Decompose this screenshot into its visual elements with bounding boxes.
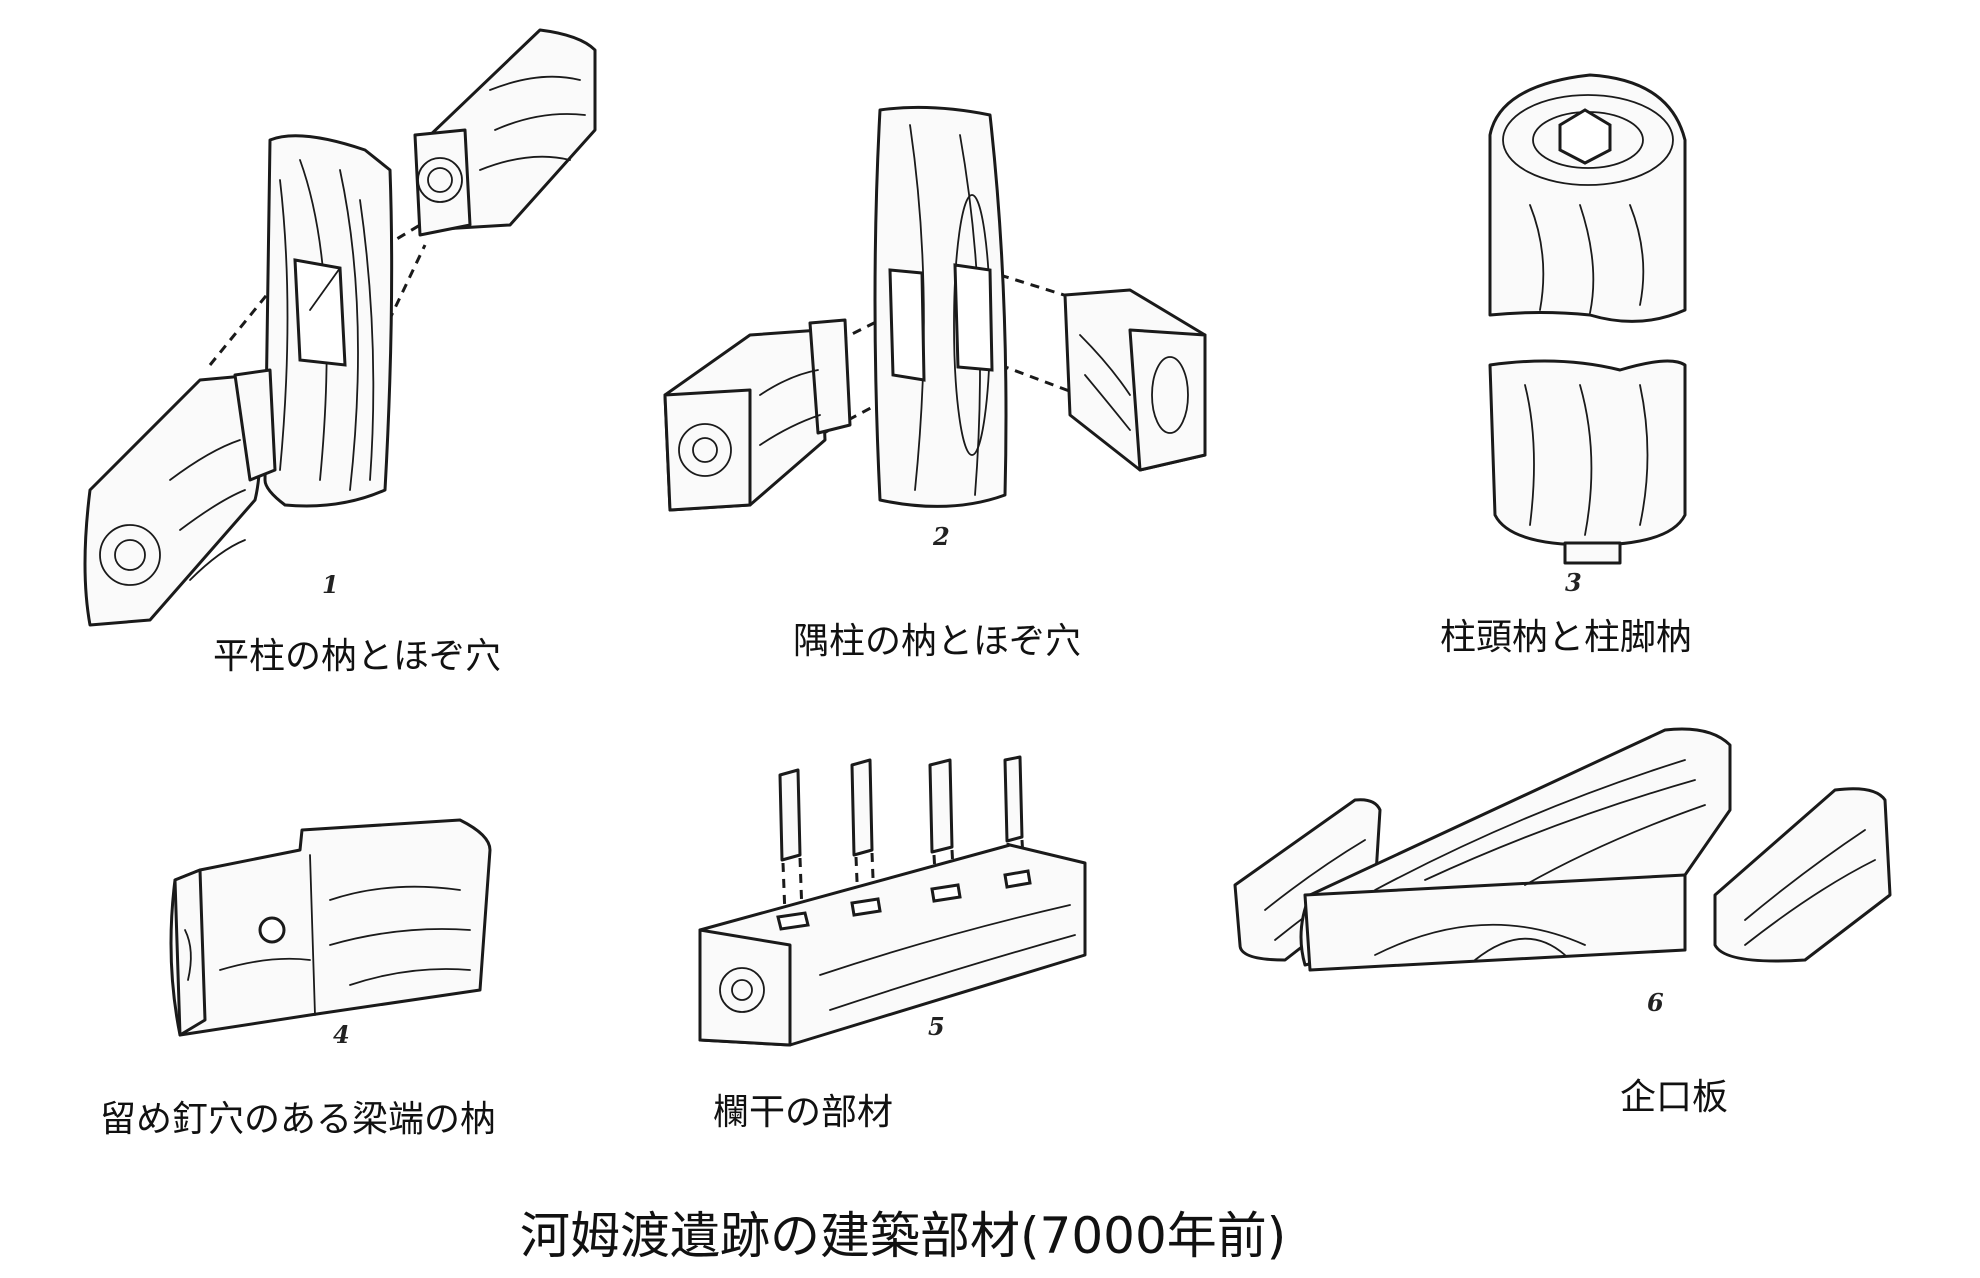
figure-4-illustration — [160, 810, 510, 1040]
figure-4-caption: 留め釘穴のある梁端の枘 — [100, 1099, 497, 1140]
figure-4-number: 4 — [333, 1020, 350, 1049]
figure-5-number: 5 — [928, 1012, 945, 1041]
figure-2-drawing — [663, 105, 1207, 512]
figure-6-caption: 企口板 — [1620, 1077, 1729, 1118]
figure-1-caption: 平柱の枘とほぞ穴 — [213, 636, 502, 677]
figure-1-number: 1 — [322, 570, 339, 599]
figure-5-caption: 欄干の部材 — [713, 1092, 894, 1133]
figure-3-caption: 柱頭枘と柱脚枘 — [1440, 617, 1693, 658]
figure-6-number: 6 — [1647, 988, 1664, 1017]
figure-3-number: 3 — [1565, 568, 1582, 597]
figure-1-illustration — [40, 10, 600, 630]
figure-2-illustration — [660, 95, 1230, 535]
figure-2-number: 2 — [933, 522, 950, 551]
figure-1-drawing — [83, 28, 597, 627]
figure-4-drawing — [169, 818, 492, 1037]
figure-6-drawing — [1233, 727, 1892, 972]
figure-6-illustration — [1225, 720, 1915, 990]
diagram-title: 河姆渡遺跡の建築部材(7000年前) — [520, 1207, 1287, 1265]
figure-2-caption: 隅柱の枘とほぞ穴 — [793, 621, 1082, 662]
figure-3-drawing — [1488, 73, 1687, 565]
figure-5-drawing — [698, 755, 1087, 1047]
figure-5-illustration — [680, 755, 1100, 1055]
figure-3-illustration — [1470, 65, 1710, 575]
